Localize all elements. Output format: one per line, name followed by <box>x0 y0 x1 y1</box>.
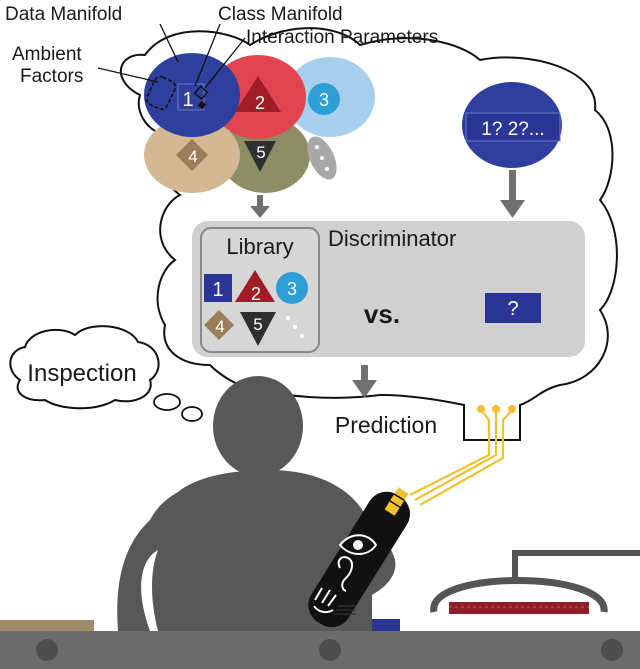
arrow-shaft-left <box>257 195 263 207</box>
class2-mark: 2 <box>255 93 265 113</box>
library-class3 <box>276 272 308 304</box>
library-class3-mark: 3 <box>287 279 297 299</box>
heater-arm <box>512 550 640 583</box>
callout-data-manifold <box>159 23 179 63</box>
thought-bubble-large <box>153 393 181 411</box>
wires <box>409 409 513 506</box>
wire-terminal <box>508 405 516 413</box>
prediction-label: Prediction <box>335 412 437 438</box>
inspection-cloud <box>9 325 160 410</box>
contact-lines <box>334 605 356 615</box>
class4-mark: 4 <box>188 147 197 166</box>
belt-roller <box>601 639 623 661</box>
interaction-parameters-label: Interaction Parameters <box>246 27 438 48</box>
library-label: Library <box>226 234 293 259</box>
class4-diamond <box>176 139 208 171</box>
person-head <box>213 376 303 476</box>
discriminator-label: Discriminator <box>328 226 456 251</box>
interaction-shape-small <box>197 100 207 110</box>
callout-ambient <box>97 67 159 83</box>
library-class4 <box>204 310 234 340</box>
library-class2-mark: 2 <box>251 284 261 304</box>
ellipsis-dot <box>320 156 324 160</box>
arrow-head-left <box>250 206 270 218</box>
belt-roller <box>319 639 341 661</box>
probe-lines <box>389 500 401 508</box>
belt-roller <box>36 639 58 661</box>
ambient-shape-a <box>145 75 177 111</box>
class5-mark: 5 <box>256 143 265 162</box>
probe-body <box>308 491 410 628</box>
ambient-label-line1: Ambient <box>12 44 82 65</box>
library-class5-mark: 5 <box>253 315 262 334</box>
unknown-sample-mark: ? <box>507 298 518 320</box>
belt-wood-item <box>0 620 94 631</box>
heater-hood <box>430 577 608 613</box>
callout-class-manifold <box>194 23 221 87</box>
class2-triangle <box>235 76 281 112</box>
wire-terminal <box>477 405 485 413</box>
thought-bubble-medium <box>181 406 203 422</box>
eye-icon-pupil <box>353 540 363 550</box>
ambient-label-line2: Factors <box>20 66 83 87</box>
library-class1 <box>204 274 232 302</box>
library-ellipsis-dot <box>286 316 290 320</box>
vs-label: vs. <box>364 299 400 329</box>
library-class5 <box>240 312 276 346</box>
probe-tip <box>384 487 409 516</box>
arrow-shaft-prediction <box>361 365 368 383</box>
hand-icon <box>313 587 337 614</box>
library-ellipsis-dot <box>300 334 304 338</box>
inspection-label: Inspection <box>27 360 136 387</box>
heater-element <box>449 602 589 614</box>
class-manifold-label: Class Manifold <box>218 4 343 25</box>
person-torso <box>117 470 372 631</box>
unknown-query-label: 1? 2?... <box>481 119 544 140</box>
unknown-query-box <box>465 112 561 142</box>
callout-interaction <box>204 37 246 89</box>
class5-triangle <box>244 141 276 172</box>
ear-icon <box>337 556 354 592</box>
sensor-probe <box>308 487 410 628</box>
probe-lines <box>393 493 405 502</box>
arrow-head-prediction <box>352 380 377 398</box>
unknown-sample-box <box>485 293 541 323</box>
library-class1-mark: 1 <box>212 279 223 301</box>
library-class2 <box>235 270 275 302</box>
arrow-shaft-right <box>509 170 516 202</box>
library-class4-mark: 4 <box>215 317 224 336</box>
wire-terminal <box>492 405 500 413</box>
library-ellipsis-dot <box>293 325 297 329</box>
probe-icons <box>313 534 378 614</box>
eye-icon <box>338 534 378 555</box>
interaction-shape <box>193 85 209 101</box>
class1-mark: 1 <box>182 89 193 111</box>
class3-circle <box>308 83 340 115</box>
class3-mark: 3 <box>319 90 329 110</box>
ellipsis-dot <box>315 145 319 149</box>
arrow-head-right <box>500 200 525 218</box>
data-manifold-label: Data Manifold <box>5 4 122 25</box>
ellipsis-dot <box>325 167 329 171</box>
